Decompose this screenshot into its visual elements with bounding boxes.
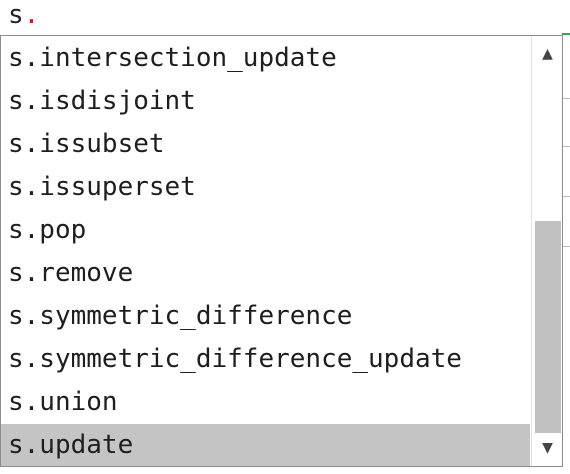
completion-list[interactable]: s.intersection_update s.isdisjoint s.iss… [1,37,530,466]
completion-item[interactable]: s.symmetric_difference_update [8,344,462,374]
gutter-line [563,196,570,197]
autocomplete-popup[interactable]: s.intersection_update s.isdisjoint s.iss… [0,35,563,467]
gutter-line [563,98,570,99]
gutter-line [563,246,570,247]
typed-identifier: s [8,0,24,30]
completion-item-selected[interactable]: s.update [1,424,530,466]
gutter-line [563,146,570,147]
completion-item[interactable]: s.symmetric_difference [8,301,353,331]
completion-item[interactable]: s.issubset [8,129,165,159]
change-marker [562,33,570,35]
scroll-down-icon[interactable]: ▼ [542,440,553,456]
scrollbar-thumb[interactable] [535,221,561,433]
vertical-scrollbar[interactable]: ▲ ▼ [531,36,562,466]
typed-dot: . [23,0,40,30]
code-line[interactable]: s. [8,0,39,32]
completion-item[interactable]: s.remove [8,258,134,288]
completion-item[interactable]: s.intersection_update [8,43,337,73]
completion-item[interactable]: s.issuperset [8,172,196,202]
completion-item[interactable]: s.isdisjoint [8,86,196,116]
completion-item[interactable]: s.union [8,387,118,417]
completion-item[interactable]: s.pop [8,215,87,245]
scroll-up-icon[interactable]: ▲ [542,46,553,62]
